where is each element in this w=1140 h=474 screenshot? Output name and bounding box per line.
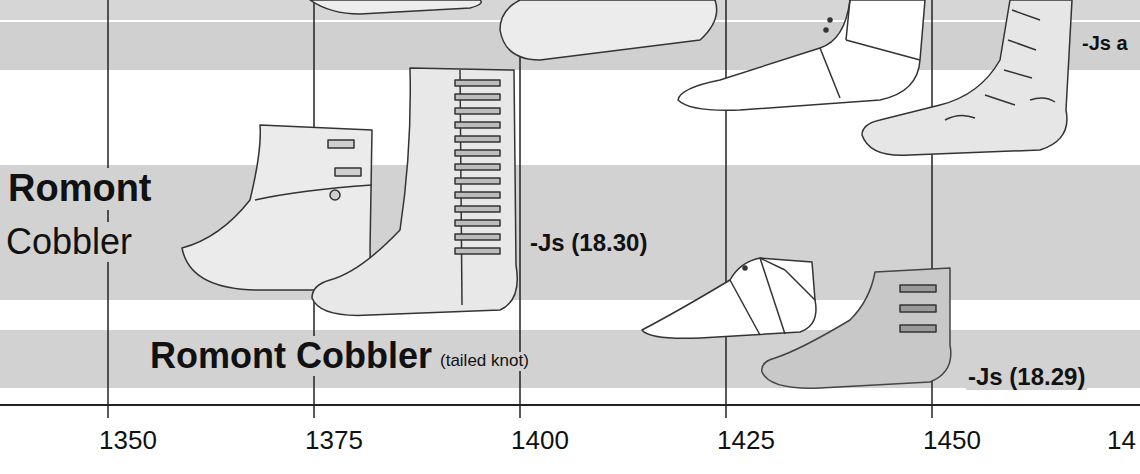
shoe-illustrations — [182, 0, 1072, 388]
shoe-drawing — [678, 0, 925, 110]
shoe-buckle — [455, 220, 500, 226]
shoe-dot — [828, 18, 832, 22]
shoe-buckle — [455, 108, 500, 114]
year-label: 1400 — [509, 426, 571, 455]
shoe-buckle — [455, 136, 500, 142]
shoe-drawing — [310, 0, 481, 14]
reference-note: -Js (18.29) — [966, 364, 1087, 390]
shoe-buckle — [455, 234, 500, 240]
shoe-buckle — [455, 192, 500, 198]
shoe-drawing — [642, 258, 816, 338]
shoe-buckle — [900, 325, 936, 332]
shoe-buckle — [455, 150, 500, 156]
year-label: 1375 — [303, 426, 365, 455]
shoe-seam — [820, 0, 920, 98]
year-line — [725, 0, 727, 418]
shoe-buckle — [455, 164, 500, 170]
shoe-type-note: (tailed knot) — [438, 352, 531, 371]
year-label: 14 — [1105, 426, 1138, 455]
shoe-dot — [824, 28, 828, 32]
shoe-drawing — [762, 268, 951, 388]
shoe-type-label: Romont Cobbler — [148, 336, 434, 376]
shoe-buckle — [455, 94, 500, 100]
shoe-drawing — [500, 0, 717, 60]
shoe-drawing — [182, 125, 372, 290]
maker-label: Cobbler — [4, 222, 134, 262]
shoe-dot — [743, 266, 747, 270]
shoe-seam — [255, 185, 372, 200]
shoe-buckle — [455, 122, 500, 128]
shoe-drawing — [312, 68, 517, 315]
shoe-buckle — [328, 140, 354, 148]
shoe-buckle — [330, 190, 340, 200]
shoe-seam — [460, 70, 462, 305]
reference-note: -Js a — [1080, 32, 1130, 54]
time-axis — [0, 404, 1140, 406]
shoe-lacing — [455, 80, 500, 254]
year-label: 1450 — [921, 426, 983, 455]
shoe-drawing — [862, 0, 1072, 155]
shoe-buckle — [455, 206, 500, 212]
year-label: 1350 — [97, 426, 159, 455]
shoe-buckle — [335, 168, 361, 176]
shoe-buckle — [455, 80, 500, 86]
shoe-buckle — [900, 305, 936, 312]
shoe-buckle — [900, 285, 936, 292]
grey-band — [0, 165, 1140, 300]
shoe-type-label: Romont — [6, 168, 154, 210]
shoe-buckle — [455, 248, 500, 254]
reference-note: -Js (18.30) — [528, 230, 649, 256]
shoe-seam — [730, 258, 815, 335]
year-label: 1425 — [715, 426, 777, 455]
shoe-buckle — [455, 178, 500, 184]
shoe-strap — [945, 10, 1055, 120]
